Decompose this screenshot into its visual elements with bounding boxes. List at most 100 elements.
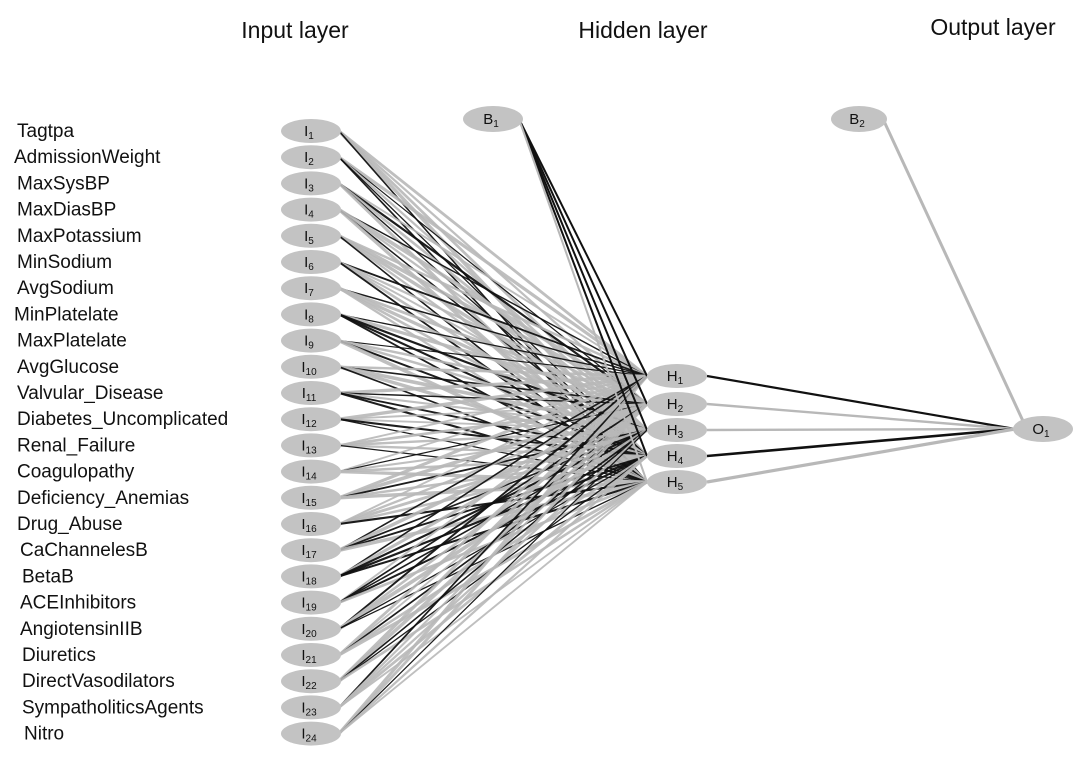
input-node: I15	[281, 485, 341, 510]
hidden-node-letter: H	[667, 368, 678, 385]
hidden-node: H1	[647, 364, 707, 388]
input-node: I6	[281, 250, 341, 274]
edge-bias1-hidden	[518, 118, 648, 457]
input-node-subscript: 3	[308, 183, 314, 194]
input-node-letter: I	[301, 411, 305, 428]
input-node-subscript: 18	[306, 576, 318, 587]
edge-input-hidden	[338, 375, 648, 708]
edge-hidden-output	[706, 374, 1016, 431]
bias2-node-letter: B	[849, 111, 859, 128]
input-node-label: I21	[301, 647, 317, 666]
feature-label: MaxSysBP	[17, 173, 110, 194]
input-node-shape	[281, 512, 341, 536]
feature-label: Drug_Abuse	[17, 514, 123, 535]
input-node-shape	[281, 643, 341, 667]
hidden-node-subscript: 3	[678, 430, 684, 441]
input-node-label: I12	[301, 411, 317, 430]
input-node-subscript: 9	[308, 341, 314, 352]
input-node-subscript: 1	[308, 131, 314, 142]
feature-label: ACEInhibitors	[20, 593, 136, 614]
feature-label: AvgSodium	[17, 278, 114, 299]
input-node-shape	[281, 119, 341, 143]
bias2-node-shape	[831, 106, 887, 132]
hidden-node-subscript: 4	[678, 456, 684, 467]
input-node: I21	[281, 643, 341, 667]
input-node: I14	[281, 459, 341, 484]
input-node-label: I1	[304, 123, 314, 142]
edge-input-hidden	[338, 375, 648, 473]
edge-input-hidden	[338, 340, 648, 377]
input-node-label: I23	[301, 699, 317, 718]
input-node-shape	[281, 564, 341, 589]
input-node-shape	[281, 381, 341, 405]
input-node-letter: I	[304, 175, 308, 192]
input-node: I4	[281, 197, 341, 222]
edge-input-hidden	[338, 375, 648, 447]
input-node-shape	[281, 302, 341, 327]
bias1-node: B1	[463, 106, 523, 132]
input-node-letter: I	[304, 202, 308, 219]
hidden-node-shape	[647, 470, 707, 494]
input-node: I13	[281, 433, 341, 458]
input-node-subscript: 19	[306, 603, 318, 614]
input-node-letter: I	[301, 568, 305, 585]
input-node-label: I4	[304, 202, 314, 221]
input-node-shape	[281, 197, 341, 222]
input-node-letter: I	[304, 280, 308, 297]
feature-label: AngiotensinIIB	[20, 619, 143, 640]
edge-input-hidden	[338, 375, 648, 551]
edge-input-hidden	[338, 374, 648, 657]
input-node-subscript: 11	[306, 393, 317, 404]
feature-label: AdmissionWeight	[14, 147, 161, 168]
input-node-letter: I	[302, 385, 306, 402]
hidden-node-shape	[647, 444, 707, 468]
hidden-node-letter: H	[667, 448, 678, 465]
input-node-label: I9	[304, 333, 314, 352]
input-node: I10	[281, 354, 341, 379]
input-node-letter: I	[301, 595, 305, 612]
input-node-shape	[281, 171, 341, 196]
input-node-shape	[281, 407, 341, 432]
edge-input-hidden	[337, 374, 649, 683]
edge-hidden-output	[706, 427, 1016, 484]
input-node: I19	[281, 590, 341, 615]
output-node: O1	[1013, 416, 1073, 442]
edge-input-hidden	[338, 374, 648, 421]
feature-label: CaChannelesB	[20, 540, 148, 561]
feature-label: Coagulopathy	[17, 462, 135, 483]
edge-input-hidden	[338, 481, 648, 735]
input-node: I18	[281, 564, 341, 589]
edge-bias1-hidden	[518, 118, 648, 483]
input-node-subscript: 5	[308, 236, 314, 247]
input-node-letter: I	[304, 306, 308, 323]
feature-label: Diabetes_Uncomplicated	[17, 409, 228, 430]
network-nodes: I1I2I3I4I5I6I7I8I9I10I11I12I13I14I15I16I…	[281, 106, 1073, 746]
input-node: I9	[281, 328, 341, 353]
bias2-node-subscript: 2	[859, 119, 865, 130]
edge-input-hidden	[338, 182, 648, 377]
feature-label: MaxDiasBP	[17, 200, 116, 221]
bias1-node-label: B1	[483, 111, 499, 130]
input-node-subscript: 12	[306, 419, 318, 430]
feature-label: Deficiency_Anemias	[17, 488, 189, 509]
hidden-node-label: H1	[667, 368, 684, 387]
input-node-label: I22	[301, 673, 317, 692]
feature-labels: TagtpaAdmissionWeightMaxSysBPMaxDiasBPMa…	[14, 121, 228, 745]
input-node-letter: I	[301, 621, 305, 638]
input-node-shape	[281, 616, 341, 641]
hidden-node-label: H2	[667, 396, 684, 415]
feature-label: Diuretics	[22, 645, 96, 666]
input-node-letter: I	[304, 123, 308, 140]
feature-label: Nitro	[24, 724, 64, 745]
edge-bias1-hidden	[518, 118, 648, 377]
input-node-subscript: 2	[308, 157, 314, 168]
input-node-label: I7	[304, 280, 314, 299]
input-node-shape	[281, 538, 341, 563]
hidden-node-shape	[647, 364, 707, 388]
input-node-letter: I	[301, 699, 305, 716]
output-node-letter: O	[1032, 421, 1044, 438]
hidden-node-letter: H	[667, 474, 678, 491]
bias2-node: B2	[831, 106, 887, 132]
input-node: I23	[281, 695, 341, 720]
